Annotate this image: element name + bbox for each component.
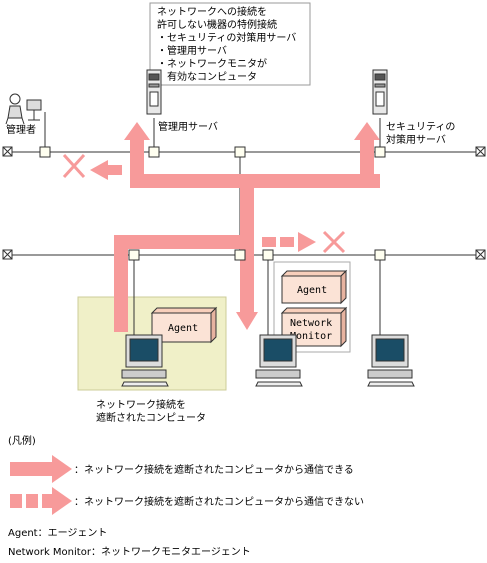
mgmt-server-icon — [146, 69, 162, 115]
computer-icon-center — [255, 334, 303, 387]
legend-agent-abbr: Agent：エージェント — [8, 528, 107, 539]
netmon-box: Network Monitor — [280, 306, 348, 348]
legend-can-comm: ：ネットワーク接続を遮断されたコンピュータから通信できる — [74, 463, 354, 476]
mgmt-server-label: 管理用サーバ — [158, 120, 218, 133]
callout-line-2: 許可しない機器の特例接続 — [157, 18, 277, 31]
blocked-mark-lower — [322, 230, 346, 254]
security-server-icon — [372, 69, 388, 115]
callout-line-4: ・管理用サーバ — [157, 44, 227, 57]
callout-line-3: ・セキュリティの対策用サーバ — [157, 31, 296, 44]
callout-line-5: ・ネットワークモニタが — [157, 57, 267, 70]
terminators — [2, 146, 486, 260]
agent-label-blocked: Agent — [168, 323, 198, 334]
security-server-label-1: セキュリティの — [386, 121, 455, 133]
admin-label: 管理者 — [6, 123, 36, 136]
blocked-mark-admin — [62, 153, 86, 179]
computer-icon-right — [367, 334, 415, 387]
agent-box-netmon: Agent — [280, 269, 348, 305]
security-server-label-2: 対策用サーバ — [386, 133, 446, 146]
admin-icon — [5, 93, 42, 125]
blocked-pc-label-1: ネットワーク接続を — [96, 398, 186, 411]
netmon-label-1: Network — [290, 318, 332, 329]
legend-netmon-abbr: Network Monitor：ネットワークモニタエージェント — [8, 546, 251, 558]
blocked-marks — [62, 153, 346, 254]
comm-arrows — [90, 122, 380, 332]
legend-dashed-arrow — [10, 487, 72, 515]
callout-box: ネットワークへの接続を 許可しない機器の特例接続 ・セキュリティの対策用サーバ … — [149, 2, 311, 86]
computer-icon-blocked — [121, 334, 169, 387]
legend-title: (凡例) — [8, 434, 36, 447]
connectors — [39, 146, 386, 261]
legend-cannot-comm: ：ネットワーク接続を遮断されたコンピュータから通信できない — [74, 495, 364, 508]
callout-line-1: ネットワークへの接続を — [157, 5, 267, 18]
legend-solid-arrow — [10, 455, 72, 483]
netmon-label-2: Monitor — [290, 331, 332, 342]
agent-label-netmon: Agent — [297, 285, 327, 296]
blocked-pc-label-2: 遮断されたコンピュータ — [96, 411, 206, 424]
callout-line-6: 有効なコンピュータ — [157, 70, 257, 83]
